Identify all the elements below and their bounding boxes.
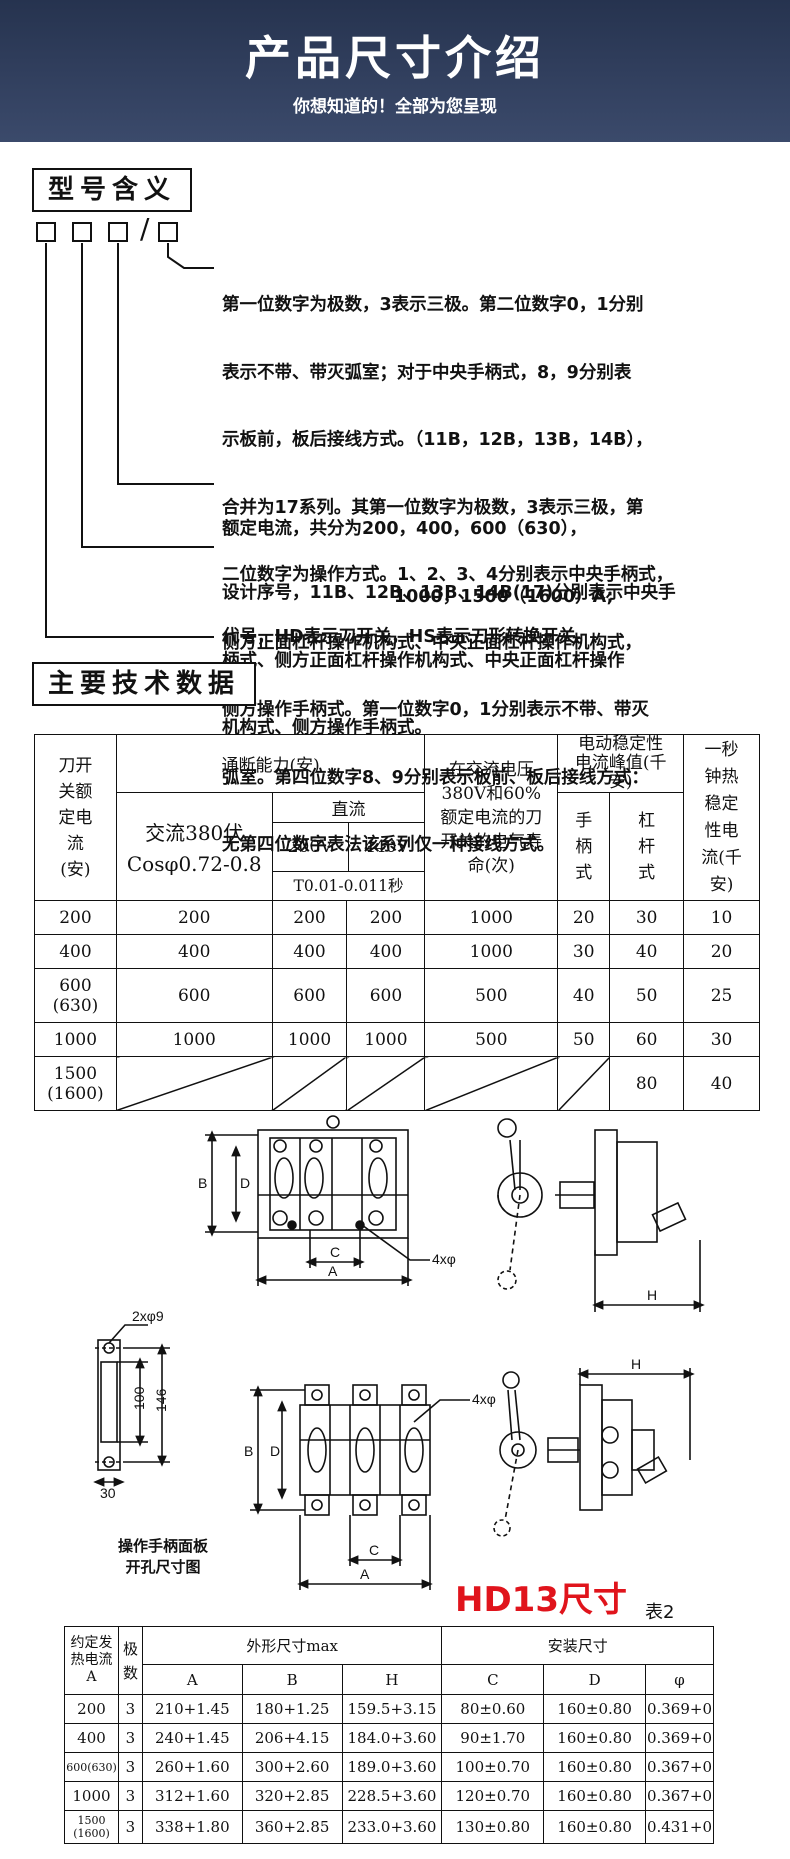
th-dc-sub: 200V 440V T0.01-0.011秒: [271, 822, 426, 901]
dim-label-C2: C: [369, 1542, 379, 1558]
desc-code: 代号，HD表示刀开关，HS表示刀形转换开关。: [222, 627, 594, 647]
th-rated-current: 刀开关额定电流(安): [34, 734, 117, 901]
dim-label-C1: C: [330, 1244, 340, 1260]
th-dc-200v: 200V: [273, 823, 349, 871]
code-digit-3: [108, 222, 128, 242]
th-peak-current: 电动稳定性电流峰值(千安): [557, 734, 685, 793]
th-install-dimensions: 安装尺寸: [441, 1626, 714, 1665]
th-dc: 直流: [271, 792, 426, 823]
th-heat-stability: 一秒钟热稳定性电流(千安): [683, 734, 760, 901]
dim-label-D2: D: [270, 1443, 280, 1459]
dim-label-A1: A: [328, 1263, 338, 1279]
th-col-B: B: [241, 1664, 343, 1695]
code-slash: /: [140, 212, 150, 245]
side-view-1: [497, 1118, 687, 1290]
th-col-D: D: [543, 1664, 646, 1695]
th-col-C: C: [441, 1664, 545, 1695]
dim-label-30: 30: [100, 1485, 116, 1501]
dim-label-A2: A: [360, 1566, 370, 1582]
dim-label-H1: H: [647, 1287, 657, 1303]
hd13-dimension-title: HD13尺寸: [455, 1580, 627, 1620]
side-view-2: [493, 1371, 668, 1537]
code-digit-1: [36, 222, 56, 242]
th-col-A: A: [141, 1664, 243, 1695]
code-leader-lines: [45, 243, 214, 638]
panel-cutout-drawing: [95, 1324, 148, 1471]
th-electrical-life: 在交流电压380V和60%额定电流的刀开关的电气寿命(次): [424, 734, 559, 901]
dim-label-100: 100: [131, 1386, 147, 1410]
th-handle-type: 手柄式: [557, 792, 611, 901]
code-digit-4: [158, 222, 178, 242]
front-view-1: [257, 1115, 409, 1239]
technical-drawings: B D C A 4xφ H 2xφ9 100 146 30 B D C A 4x…: [93, 1115, 705, 1590]
dim-label-holes1: 4xφ: [432, 1251, 456, 1267]
dim-label-holes2: 4xφ: [472, 1391, 496, 1407]
banner-title: 产品尺寸介绍: [245, 31, 545, 85]
th-col-H: H: [341, 1664, 443, 1695]
model-meaning-heading: 型号含义: [32, 168, 193, 212]
code-digit-2: [72, 222, 92, 242]
tech-data-table: 刀开关额定电流(安) 通断能力(安) 在交流电压380V和60%额定电流的刀开关…: [34, 734, 760, 1111]
dim-label-B2: B: [244, 1443, 253, 1459]
desc-design-serial: 设计序号，11B、12B、13B、14B(17)分别表示中央手 柄式、侧方正面杠…: [222, 583, 676, 738]
dim-label-146: 146: [153, 1388, 169, 1412]
th-rated-heat-current: 约定发热电流A: [64, 1626, 119, 1695]
desc-rated-current: 额定电流，共分为200，400，600（630）， 1000，1500（1600…: [222, 519, 614, 607]
header-banner: 产品尺寸介绍 你想知道的！全部为您呈现: [0, 0, 790, 142]
th-col-phi: φ: [644, 1664, 715, 1695]
th-dc-time: T0.01-0.011秒: [293, 877, 404, 895]
th-ac-380: 交流380伏 Cosφ0.72-0.8: [115, 792, 273, 901]
dim-label-B1: B: [198, 1175, 207, 1191]
th-outer-dimensions: 外形尺寸max: [141, 1626, 443, 1665]
th-breaking-capacity: 通断能力(安): [115, 734, 426, 793]
th-lever-type: 杠杆式: [609, 792, 685, 901]
th-dc-440v: 440V: [364, 837, 409, 857]
th-poles: 极数: [117, 1626, 143, 1695]
tech-data-heading: 主要技术数据: [32, 662, 257, 706]
table-number: 表2: [645, 1602, 675, 1623]
front-view-2: [299, 1384, 470, 1516]
banner-subtitle: 你想知道的！全部为您呈现: [293, 97, 497, 117]
dim-label-D1: D: [240, 1175, 250, 1191]
dim-label-H2: H: [631, 1356, 641, 1372]
dim-label-2x9: 2xφ9: [132, 1308, 164, 1324]
panel-caption: 操作手柄面板 开孔尺寸图: [117, 1537, 208, 1576]
